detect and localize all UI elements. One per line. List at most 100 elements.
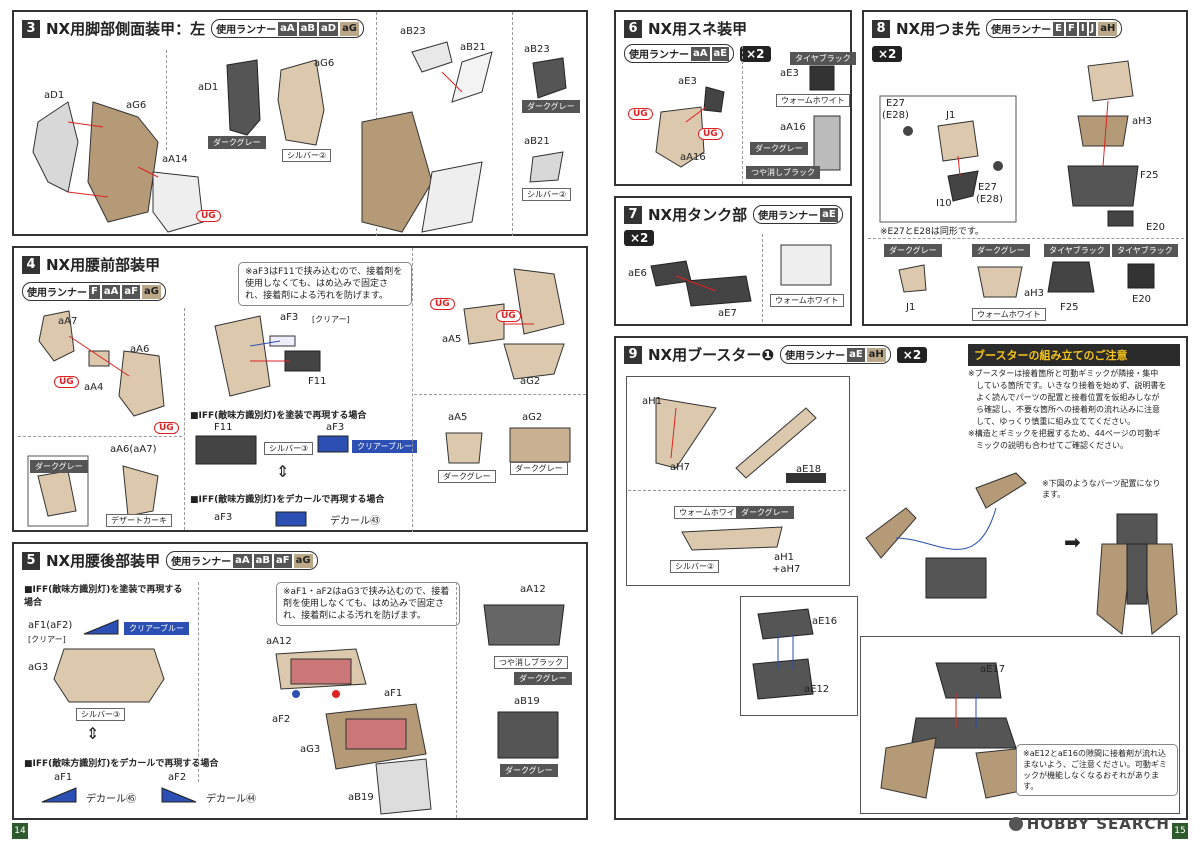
section-8-panel: 8 NX用つま先 使用ランナー E F I J aH ×2 E27 (E28) …: [862, 10, 1188, 326]
color-tag: タイヤブラック: [790, 52, 856, 65]
s9-main-assembly: [865, 472, 1027, 599]
watermark-text: HOBBY SEARCH: [1026, 815, 1170, 833]
s4-aa5-part: [445, 432, 483, 464]
divider: [512, 12, 513, 236]
runner-box: 使用ランナー aA aB aF aG: [166, 551, 318, 570]
runner-code: aE: [711, 46, 730, 61]
label-aB21: aB21: [524, 136, 550, 147]
label-aA14: aA14: [162, 154, 188, 165]
section-6-panel: 6 NX用スネ装甲 使用ランナー aA aE ×2 aE3 aA16 UG UG…: [614, 10, 856, 186]
label-aA6-aA7: aA6(aA7): [110, 444, 157, 455]
label-aA6: aA6: [130, 344, 150, 355]
divider: [412, 248, 413, 532]
label-aD1: aD1: [198, 82, 219, 93]
label-aB23: aB23: [400, 26, 426, 37]
label-aG2: aG2: [522, 412, 543, 423]
s3-assembly-illustration: [32, 101, 204, 233]
s5-af1-decal: [41, 787, 77, 803]
label-aA12: aA12: [520, 584, 546, 595]
runner-code: aB: [253, 553, 272, 568]
step-title: NX用腰後部装甲: [46, 552, 161, 570]
hobby-search-logo-icon: [1008, 817, 1023, 831]
color-tag: タイヤブラック: [1112, 244, 1178, 257]
runner-code: aA: [691, 46, 710, 61]
runner-code: aF: [274, 553, 292, 568]
s4-iff-paint-heading: ■IFF(敵味方識別灯)を塗装で再現する場合: [190, 411, 367, 421]
s8-e20-part: [1127, 263, 1155, 289]
s8-f25-part: [1047, 261, 1095, 293]
color-tag: シルバー③: [264, 442, 314, 455]
runner-box: 使用ランナー aA aE: [624, 44, 735, 63]
step-title: NX用タンク部: [648, 206, 748, 224]
divider: [184, 308, 185, 530]
quantity-badge: ×2: [624, 230, 655, 246]
quantity-badge: ×2: [896, 346, 928, 363]
quantity-badge: ×2: [740, 45, 771, 62]
label-aE3: aE3: [678, 76, 697, 87]
label-aA12: aA12: [266, 636, 292, 647]
label-aE7: aE7: [718, 308, 737, 319]
ug-marker: UG: [54, 376, 79, 388]
label-aF3: aF3: [326, 422, 345, 433]
section-5-title: 5 NX用腰後部装甲 使用ランナー aA aB aF aG: [22, 550, 318, 571]
runner-code: aH: [866, 347, 886, 362]
color-tag: つや消しブラック: [746, 166, 820, 179]
step-number: 4: [22, 255, 40, 274]
s3-part-aB-assembly: [361, 41, 493, 233]
runner-box: 使用ランナー aE aH: [780, 345, 891, 364]
label-aE12: aE12: [804, 684, 830, 695]
color-tag: ダークグレー: [972, 244, 1030, 257]
s4-f11-part: [195, 435, 257, 465]
color-tag: クリアーブルー: [352, 440, 418, 453]
label-clear: [クリアー]: [312, 315, 350, 324]
s7-assembly-illustration: [650, 260, 752, 307]
page-number-left: 14: [12, 823, 28, 839]
runner-code: F: [89, 284, 100, 299]
s3-part-aB21: [529, 151, 564, 183]
divider: [414, 394, 586, 395]
section-7-panel: 7 NX用タンク部 使用ランナー aE ×2 aE6 aE7 ウォームホワイト: [614, 196, 852, 326]
decal-label: デカール㊸: [330, 516, 380, 527]
s6-aa16-part: [813, 115, 841, 171]
s4-iff-decal-heading: ■IFF(敵味方識別灯)をデカールで再現する場合: [190, 495, 385, 505]
s5-iff-paint-heading: ■IFF(敵味方識別灯)を塗装で再現する場合: [24, 585, 183, 608]
label-I10: I10: [936, 198, 952, 209]
label-J1: J1: [906, 302, 916, 313]
runner-box: 使用ランナー E F I J aH: [986, 19, 1123, 38]
color-tag: デザートカーキ: [106, 514, 172, 527]
label-E20: E20: [1132, 294, 1152, 305]
s5-iff-decal-heading: ■IFF(敵味方識別灯)をデカールで再現する場合: [24, 759, 219, 769]
section-8-title: 8 NX用つま先 使用ランナー E F I J aH: [872, 18, 1123, 39]
color-tag: シルバー②: [670, 560, 720, 573]
divider: [18, 436, 182, 437]
runner-label: 使用ランナー: [785, 351, 846, 362]
runner-code: aH: [1098, 21, 1118, 36]
caution-box: ブースターの組み立てのご注意 ※ブースターは接着箇所と可動ギミックが隣接・集中 …: [968, 344, 1180, 454]
label-aG3: aG3: [28, 662, 49, 673]
runner-label: 使用ランナー: [629, 50, 689, 61]
color-tag: ダークグレー: [514, 672, 572, 685]
label-aB21: aB21: [460, 42, 486, 53]
s6-ae3-part: [809, 65, 835, 91]
page-number-right: 15: [1172, 823, 1188, 839]
arrow-double: ⇕: [276, 462, 290, 481]
divider: [742, 46, 743, 184]
label-aF1-aF2: aF1(aF2): [28, 620, 73, 631]
s8-assembly-illustration: [879, 60, 1139, 227]
label-aF1: aF1: [54, 772, 73, 783]
caution-line: ミックの説明も合わせてご確認ください。: [968, 441, 1128, 450]
color-tag: シルバー②: [282, 149, 332, 162]
color-tag: ダークグレー: [438, 470, 496, 483]
caution-line: ※構造とギミックを把握するため、44ページの可動ギ: [968, 429, 1161, 438]
label-E27: E27: [886, 98, 906, 109]
s9-sub-frame: [740, 596, 858, 716]
ug-marker: UG: [496, 310, 521, 322]
arrow-double: ⇕: [86, 724, 100, 743]
s9-ah1-ah7-part: [681, 526, 783, 551]
label-F25: F25: [1060, 302, 1079, 313]
s4-ag2-part: [509, 427, 571, 463]
label-aH3: aH3: [1024, 288, 1045, 299]
label-E28: (E28): [882, 110, 909, 121]
label-aH1: aH1: [774, 552, 795, 563]
divider: [868, 238, 1184, 239]
